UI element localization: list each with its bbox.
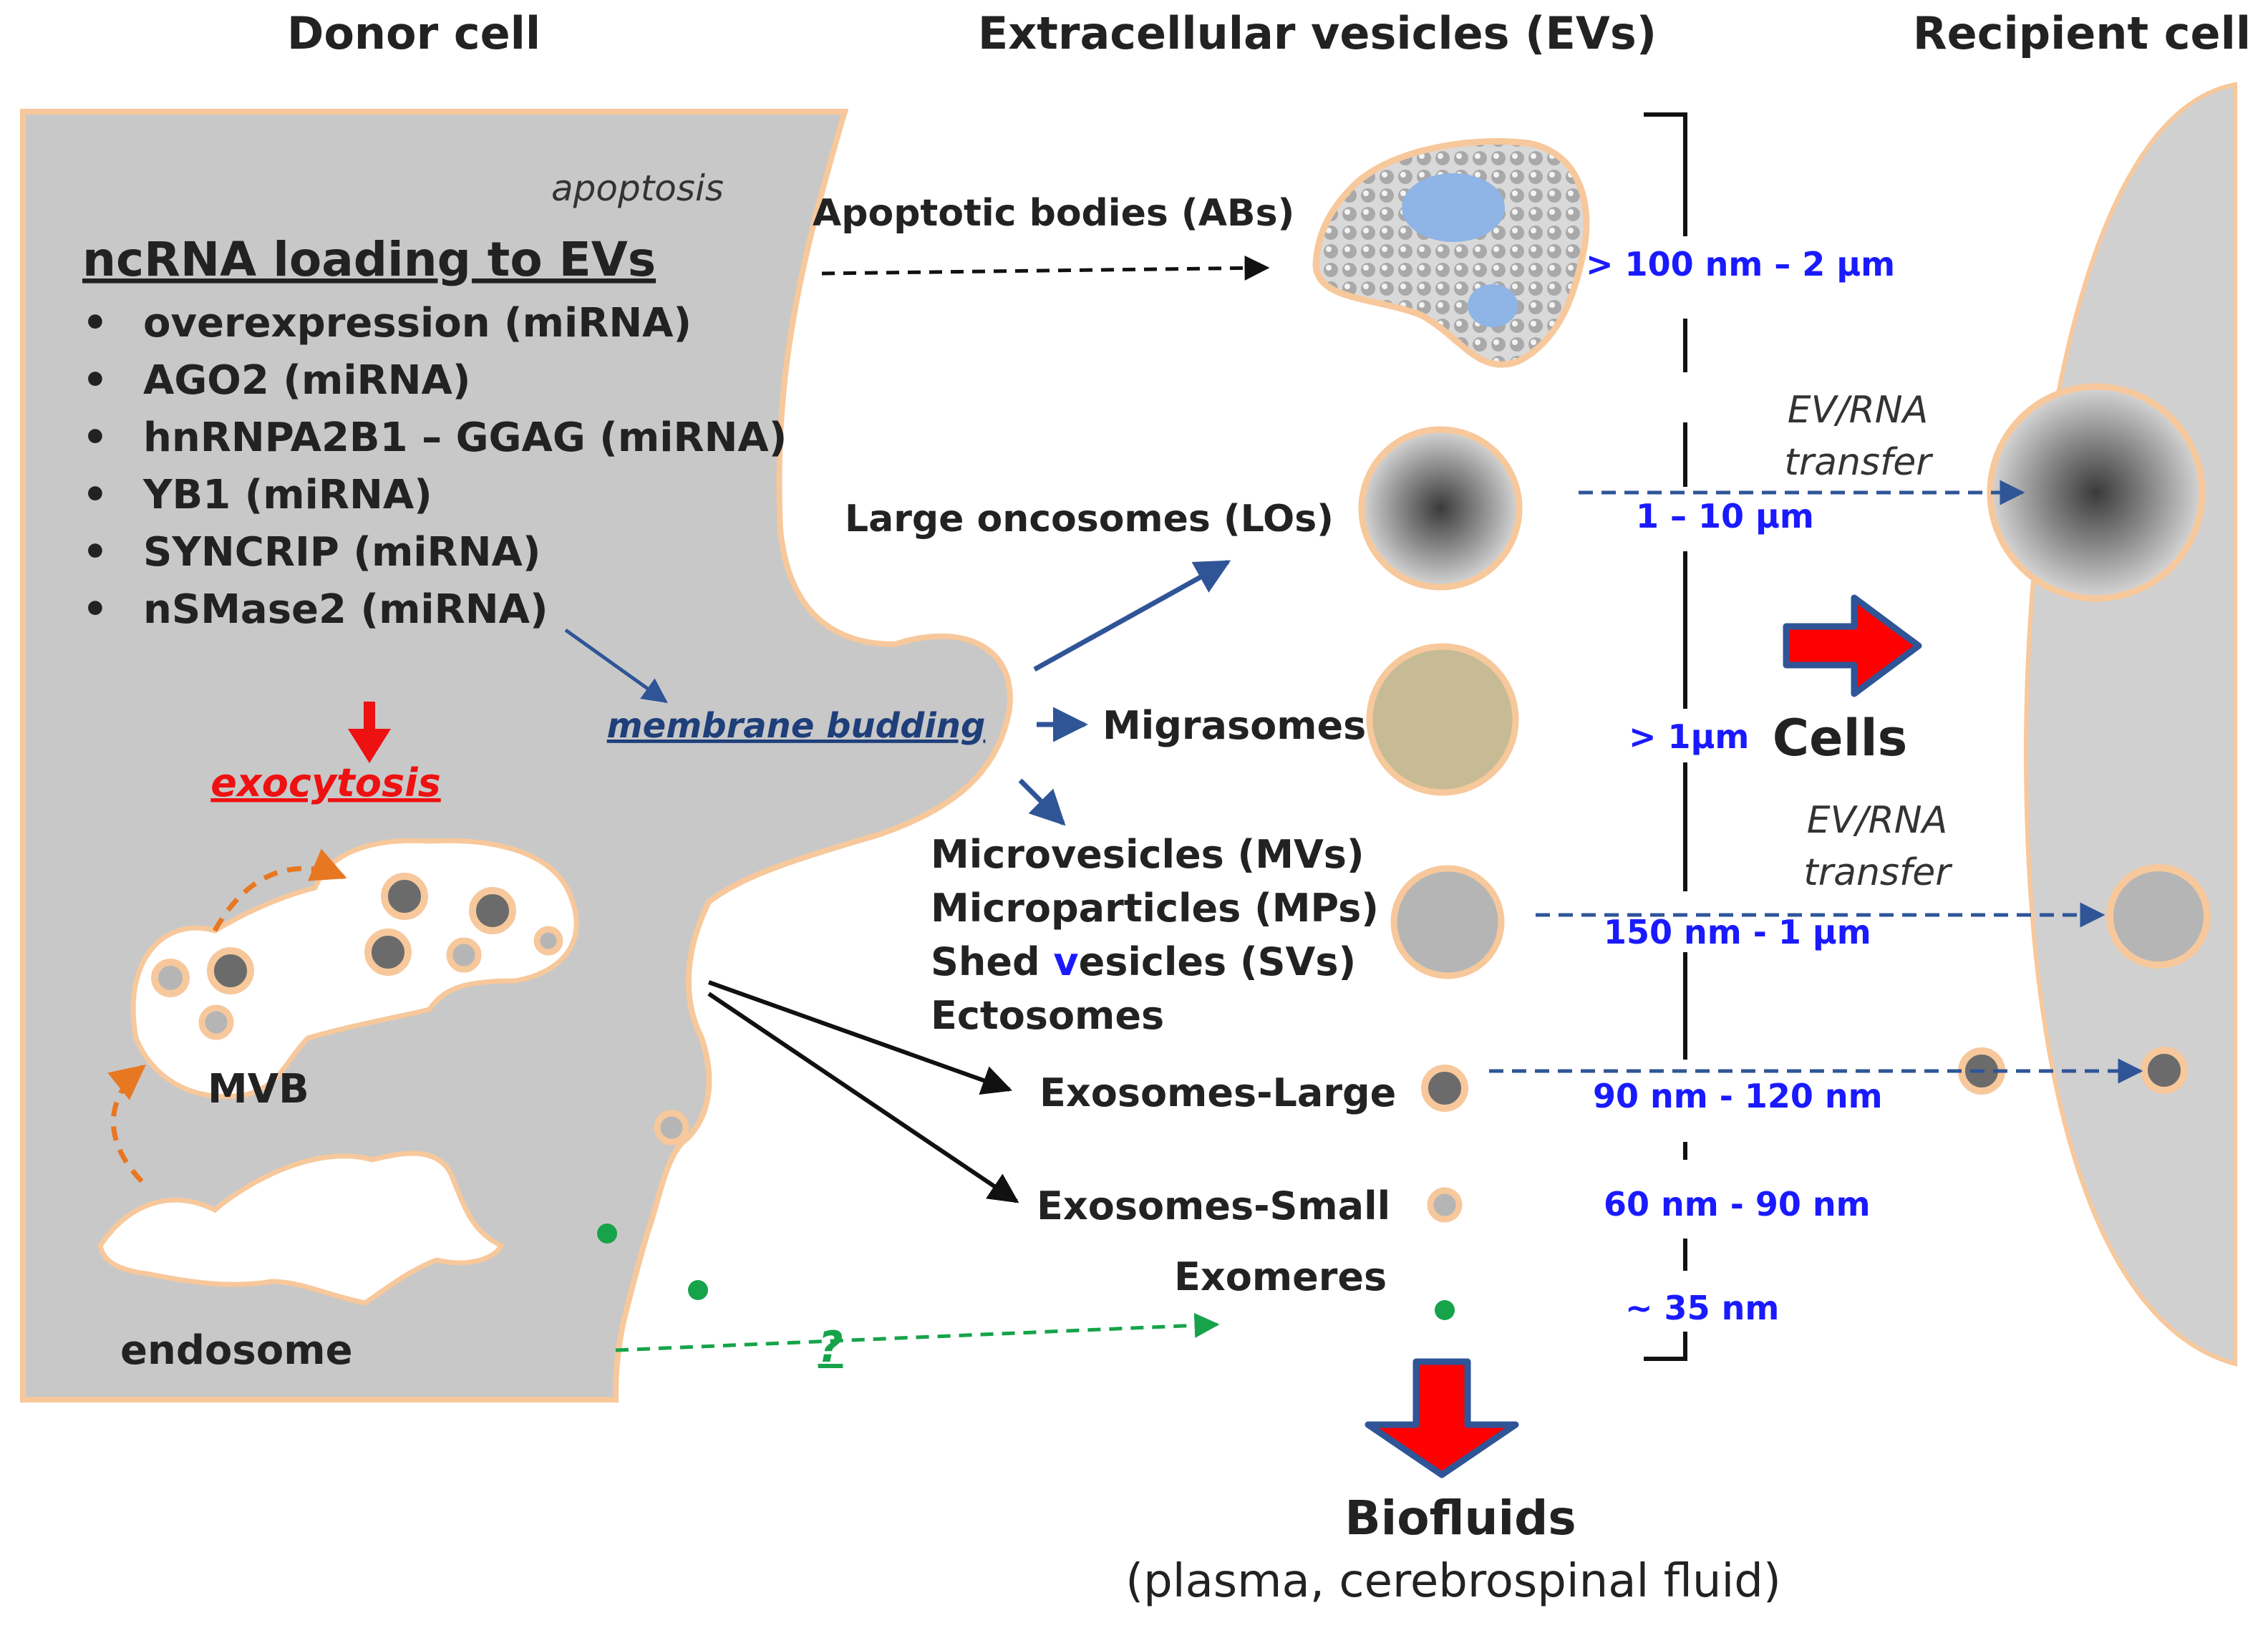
released-small-exosome <box>654 1110 689 1145</box>
endosome-region <box>97 1150 505 1306</box>
mvb-vesicles <box>151 873 563 1040</box>
exomere-origin-arrow <box>615 1312 1220 1352</box>
ncrna-loading-title: ncRNA loading to EVs <box>82 232 656 287</box>
mvb-to-exo-large-arrow <box>707 980 1012 1095</box>
exosome-large <box>1421 1065 1468 1112</box>
exomere-dot <box>688 1280 708 1300</box>
donor-cell-header: Donor cell <box>287 7 541 59</box>
large-oncosome <box>1358 426 1523 591</box>
exomeres-label: Exomeres <box>1174 1254 1387 1299</box>
list-bullet: • <box>82 357 108 404</box>
apoptotic-bodies-label: Apoptotic bodies (ABs) <box>813 192 1294 235</box>
list-item: SYNCRIP (miRNA) <box>143 529 541 576</box>
exosome-small <box>1427 1187 1463 1223</box>
mvb-label: MVB <box>208 1066 309 1113</box>
to-biofluids-block-arrow <box>1365 1358 1519 1478</box>
biofluids-detail: (plasma, cerebrospinal fluid) <box>1125 1555 1781 1608</box>
size-mvs: 150 nm - 1 µm <box>1604 913 1871 951</box>
unknown-origin-mark: ? <box>818 1322 843 1372</box>
evs-header: Extracellular vesicles (EVs) <box>978 7 1657 59</box>
apoptosis-arrow <box>821 255 1270 281</box>
exomere <box>1435 1300 1455 1320</box>
loading-list: • overexpression (miRNA) • AGO2 (miRNA) … <box>82 300 787 633</box>
loading-to-budding-arrow <box>564 628 668 704</box>
size-scale-bracket <box>1644 112 1687 1361</box>
shed-suffix: esicles (SVs) <box>1079 939 1357 984</box>
exomere-dot <box>597 1224 617 1244</box>
transfer-label-bottom-line1: EV/RNA <box>1807 799 1948 842</box>
microvesicle <box>1390 865 1505 979</box>
mvb-region <box>130 838 579 1099</box>
list-item: hnRNPA2B1 – GGAG (miRNA) <box>143 415 787 461</box>
list-item: overexpression (miRNA) <box>143 300 692 347</box>
transfer-label-top-line1: EV/RNA <box>1788 389 1929 432</box>
list-bullet: • <box>82 415 108 461</box>
list-bullet: • <box>82 300 108 347</box>
recipient-mv <box>2106 864 2211 969</box>
mvb-to-exo-small-arrow <box>707 992 1019 1203</box>
exocytosis-arrow <box>348 702 391 763</box>
membrane-budding-label: membrane budding <box>607 706 986 746</box>
apoptosis-label: apoptosis <box>551 168 724 209</box>
microvesicles-label: Microvesicles (MVs) <box>931 832 1365 877</box>
budding-to-lo-arrow <box>1033 559 1231 672</box>
biofluids-label: Biofluids <box>1344 1491 1576 1546</box>
recipient-cell-header: Recipient cell <box>1913 7 2251 59</box>
recipient-cell-body <box>2023 82 2237 1367</box>
size-abs: > 100 nm – 2 µm <box>1586 245 1895 284</box>
apoptotic-body-bleb-large <box>1402 173 1505 242</box>
size-los: 1 – 10 µm <box>1636 497 1814 536</box>
shed-vesicles-label: Shed vesicles (SVs) <box>931 939 1356 984</box>
apoptotic-body-bleb-small <box>1468 284 1518 327</box>
list-bullet: • <box>82 586 108 633</box>
large-oncosomes-label: Large oncosomes (LOs) <box>845 498 1334 541</box>
endosome-label: endosome <box>120 1327 353 1374</box>
transfer-label-top-line2: transfer <box>1784 441 1934 484</box>
apoptotic-body <box>1312 138 1590 368</box>
mvb-maturation-arrow <box>212 848 347 932</box>
to-cells-block-arrow <box>1783 594 1922 697</box>
size-migrasomes: > 1µm <box>1629 717 1749 756</box>
migrasomes-label: Migrasomes <box>1102 703 1366 748</box>
size-exo-small: 60 nm - 90 nm <box>1604 1185 1871 1224</box>
exocytosis-label: exocytosis <box>210 760 440 805</box>
recipient-large-ev <box>1987 383 2206 602</box>
list-item: AGO2 (miRNA) <box>143 357 470 404</box>
list-bullet: • <box>82 472 108 518</box>
exosomes-large-label: Exosomes-Large <box>1040 1070 1396 1115</box>
shed-prefix: Shed <box>931 939 1053 984</box>
size-exo-large: 90 nm - 120 nm <box>1593 1077 1883 1115</box>
migrasome <box>1366 643 1519 796</box>
budding-to-mv-arrow <box>1018 778 1066 826</box>
transfer-label-bottom-line2: transfer <box>1803 851 1953 894</box>
shed-v-highlight: v <box>1053 939 1078 984</box>
ectosomes-label: Ectosomes <box>931 993 1164 1038</box>
microparticles-label: Microparticles (MPs) <box>931 886 1379 931</box>
list-bullet: • <box>82 529 108 576</box>
exosomes-small-label: Exosomes-Small <box>1037 1183 1390 1229</box>
size-exomeres: ~ 35 nm <box>1625 1289 1779 1327</box>
recipient-exosome <box>2141 1047 2188 1094</box>
list-item: YB1 (miRNA) <box>142 472 432 518</box>
list-item: nSMase2 (miRNA) <box>143 586 548 633</box>
cells-label: Cells <box>1773 709 1908 767</box>
